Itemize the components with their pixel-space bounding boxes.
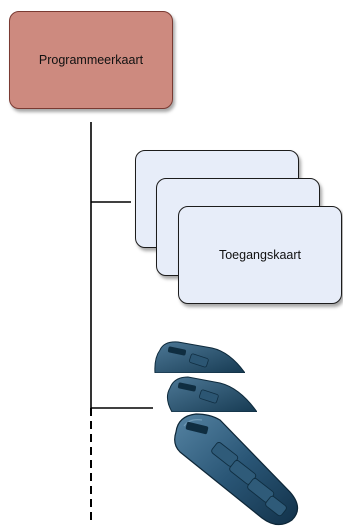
programmeerkaart-box: Programmeerkaart: [9, 11, 173, 109]
toegangskaart-label: Toegangskaart: [218, 248, 301, 262]
remote-control-icon: [154, 341, 245, 373]
programmeerkaart-label: Programmeerkaart: [38, 53, 144, 67]
remote-control-icon: [166, 376, 257, 412]
remote-control-icon: [174, 413, 299, 526]
toegangskaart-card-front: Toegangskaart: [178, 206, 342, 304]
